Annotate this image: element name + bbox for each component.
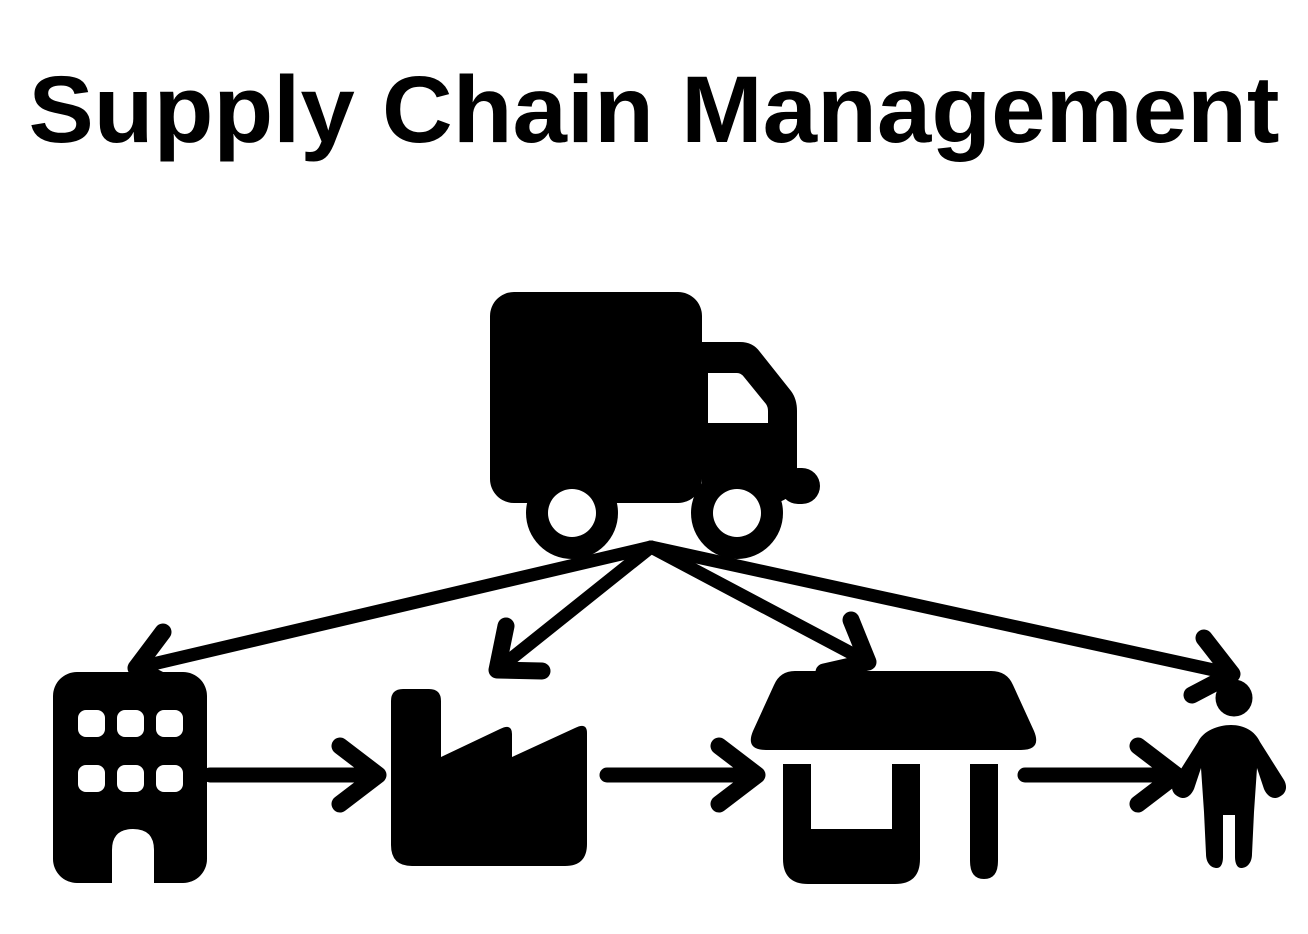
arrow-supplier-to-factory [202, 737, 387, 813]
page-title: Supply Chain Management [29, 57, 1280, 163]
arrow-truck-to-customer [644, 540, 1241, 704]
arrow-truck-to-factory [488, 540, 658, 680]
arrow-factory-to-store [599, 737, 766, 813]
arrow-truck-to-store [644, 540, 877, 681]
storefront-icon [750, 671, 1037, 884]
person-icon [1171, 679, 1287, 868]
office-building-icon [53, 672, 207, 883]
arrow-truck-to-supplier [127, 540, 658, 697]
delivery-truck-icon [490, 292, 820, 559]
factory-icon [391, 689, 587, 866]
arrow-store-to-customer [1017, 737, 1185, 813]
